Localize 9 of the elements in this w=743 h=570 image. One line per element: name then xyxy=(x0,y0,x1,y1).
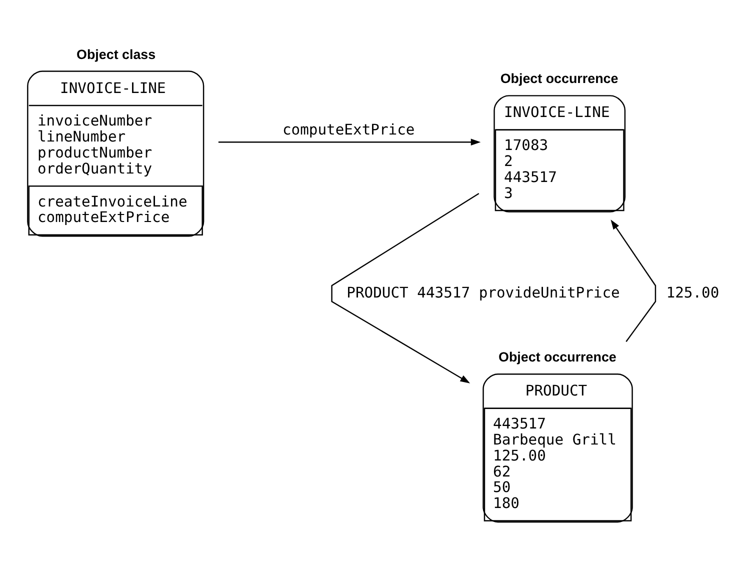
arrow xyxy=(610,220,656,342)
arrow xyxy=(218,138,481,146)
node-label: Object occurrence xyxy=(500,71,618,86)
edge-label: PRODUCT 443517 provideUnitPrice xyxy=(346,284,620,302)
node-label: Object occurrence xyxy=(498,350,616,365)
arrow xyxy=(331,192,480,384)
edge-label: 125.00 xyxy=(666,284,720,302)
edge-label: computeExtPrice xyxy=(282,121,415,138)
node-label: Object class xyxy=(76,46,156,62)
